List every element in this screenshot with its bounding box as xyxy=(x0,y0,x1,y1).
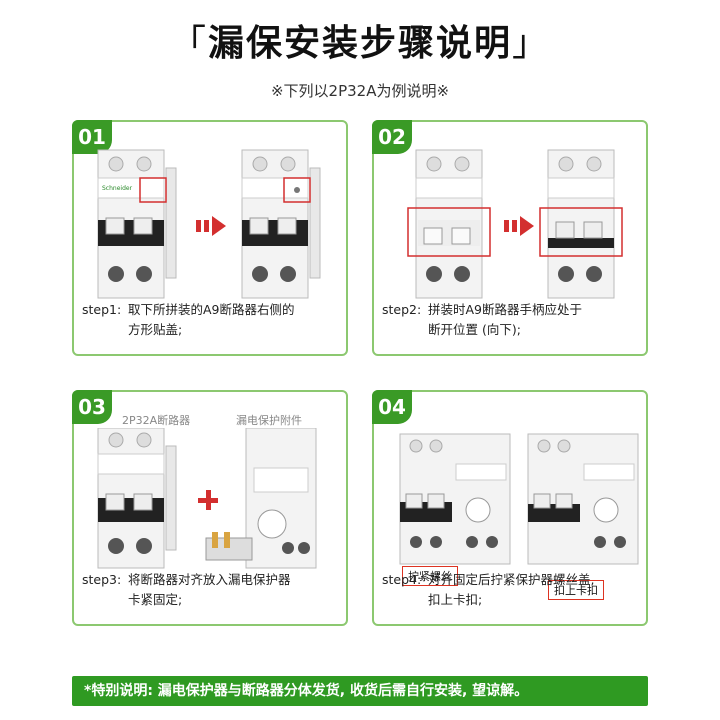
step-line1: 拼装时A9断路器手柄应处于 xyxy=(428,302,583,317)
step-line1: 将断路器对齐放入漏电保护器 xyxy=(128,572,291,587)
step-text: step1: 取下所拼装的A9断路器右侧的 方形贴盖; xyxy=(82,300,295,340)
step-line1: 对齐固定后拧紧保护器螺丝盖, xyxy=(428,572,595,587)
step-card-1: 01 Schneider xyxy=(72,120,348,356)
page-subtitle: ※下列以2P32A为例说明※ xyxy=(270,82,450,100)
step-badge: 02 xyxy=(372,120,412,154)
step-text: step3: 将断路器对齐放入漏电保护器 卡紧固定; xyxy=(82,570,291,610)
breaker-illustration xyxy=(97,428,317,569)
step-line2: 扣上卡扣; xyxy=(428,592,483,607)
step-label: step4: xyxy=(382,572,422,587)
breaker-caption: 2P32A断路器 xyxy=(122,414,191,427)
step-line2: 方形贴盖; xyxy=(128,322,183,337)
step-card-4: 04 拧紧螺丝 扣上卡扣 step4: 对齐固定后拧紧保护器螺丝盖, 扣上卡扣; xyxy=(372,390,648,626)
step-line2: 断开位置 (向下); xyxy=(428,322,521,337)
title-bracket-left: 「 xyxy=(169,23,208,64)
tighten-screw-tag: 拧紧螺丝 xyxy=(402,566,458,586)
accessory-caption: 漏电保护附件 xyxy=(236,414,302,427)
step-line2: 卡紧固定; xyxy=(128,592,183,607)
step-label: step1: xyxy=(82,302,122,317)
breaker-illustration: Schneider xyxy=(97,149,321,299)
page-title: 「漏保安装步骤说明」 xyxy=(0,14,720,66)
breaker-illustration xyxy=(407,149,623,299)
step-badge: 04 xyxy=(372,390,412,424)
step-text: step2: 拼装时A9断路器手柄应处于 断开位置 (向下); xyxy=(382,300,582,340)
step-card-2: 02 step2: 拼装时A9断路器手柄应处于 xyxy=(372,120,648,356)
step-text: step4: 对齐固定后拧紧保护器螺丝盖, 扣上卡扣; xyxy=(382,570,594,610)
title-bracket-right: 」 xyxy=(512,23,551,64)
step-line1: 取下所拼装的A9断路器右侧的 xyxy=(128,302,295,317)
special-note-banner: *特别说明: 漏电保护器与断路器分体发货, 收货后需自行安装, 望谅解。 xyxy=(72,676,648,706)
title-text: 漏保安装步骤说明 xyxy=(207,23,512,64)
breaker-illustration xyxy=(399,433,639,565)
snap-clip-tag: 扣上卡扣 xyxy=(548,580,604,600)
step-badge: 03 xyxy=(72,390,112,424)
brand-label: Schneider xyxy=(102,185,133,192)
step-label: step2: xyxy=(382,302,422,317)
step-label: step3: xyxy=(82,572,122,587)
step-card-3: 03 2P32A断路器 漏电保护附件 step3: 将断路器对齐放入漏电保护器 xyxy=(72,390,348,626)
step-badge: 01 xyxy=(72,120,112,154)
